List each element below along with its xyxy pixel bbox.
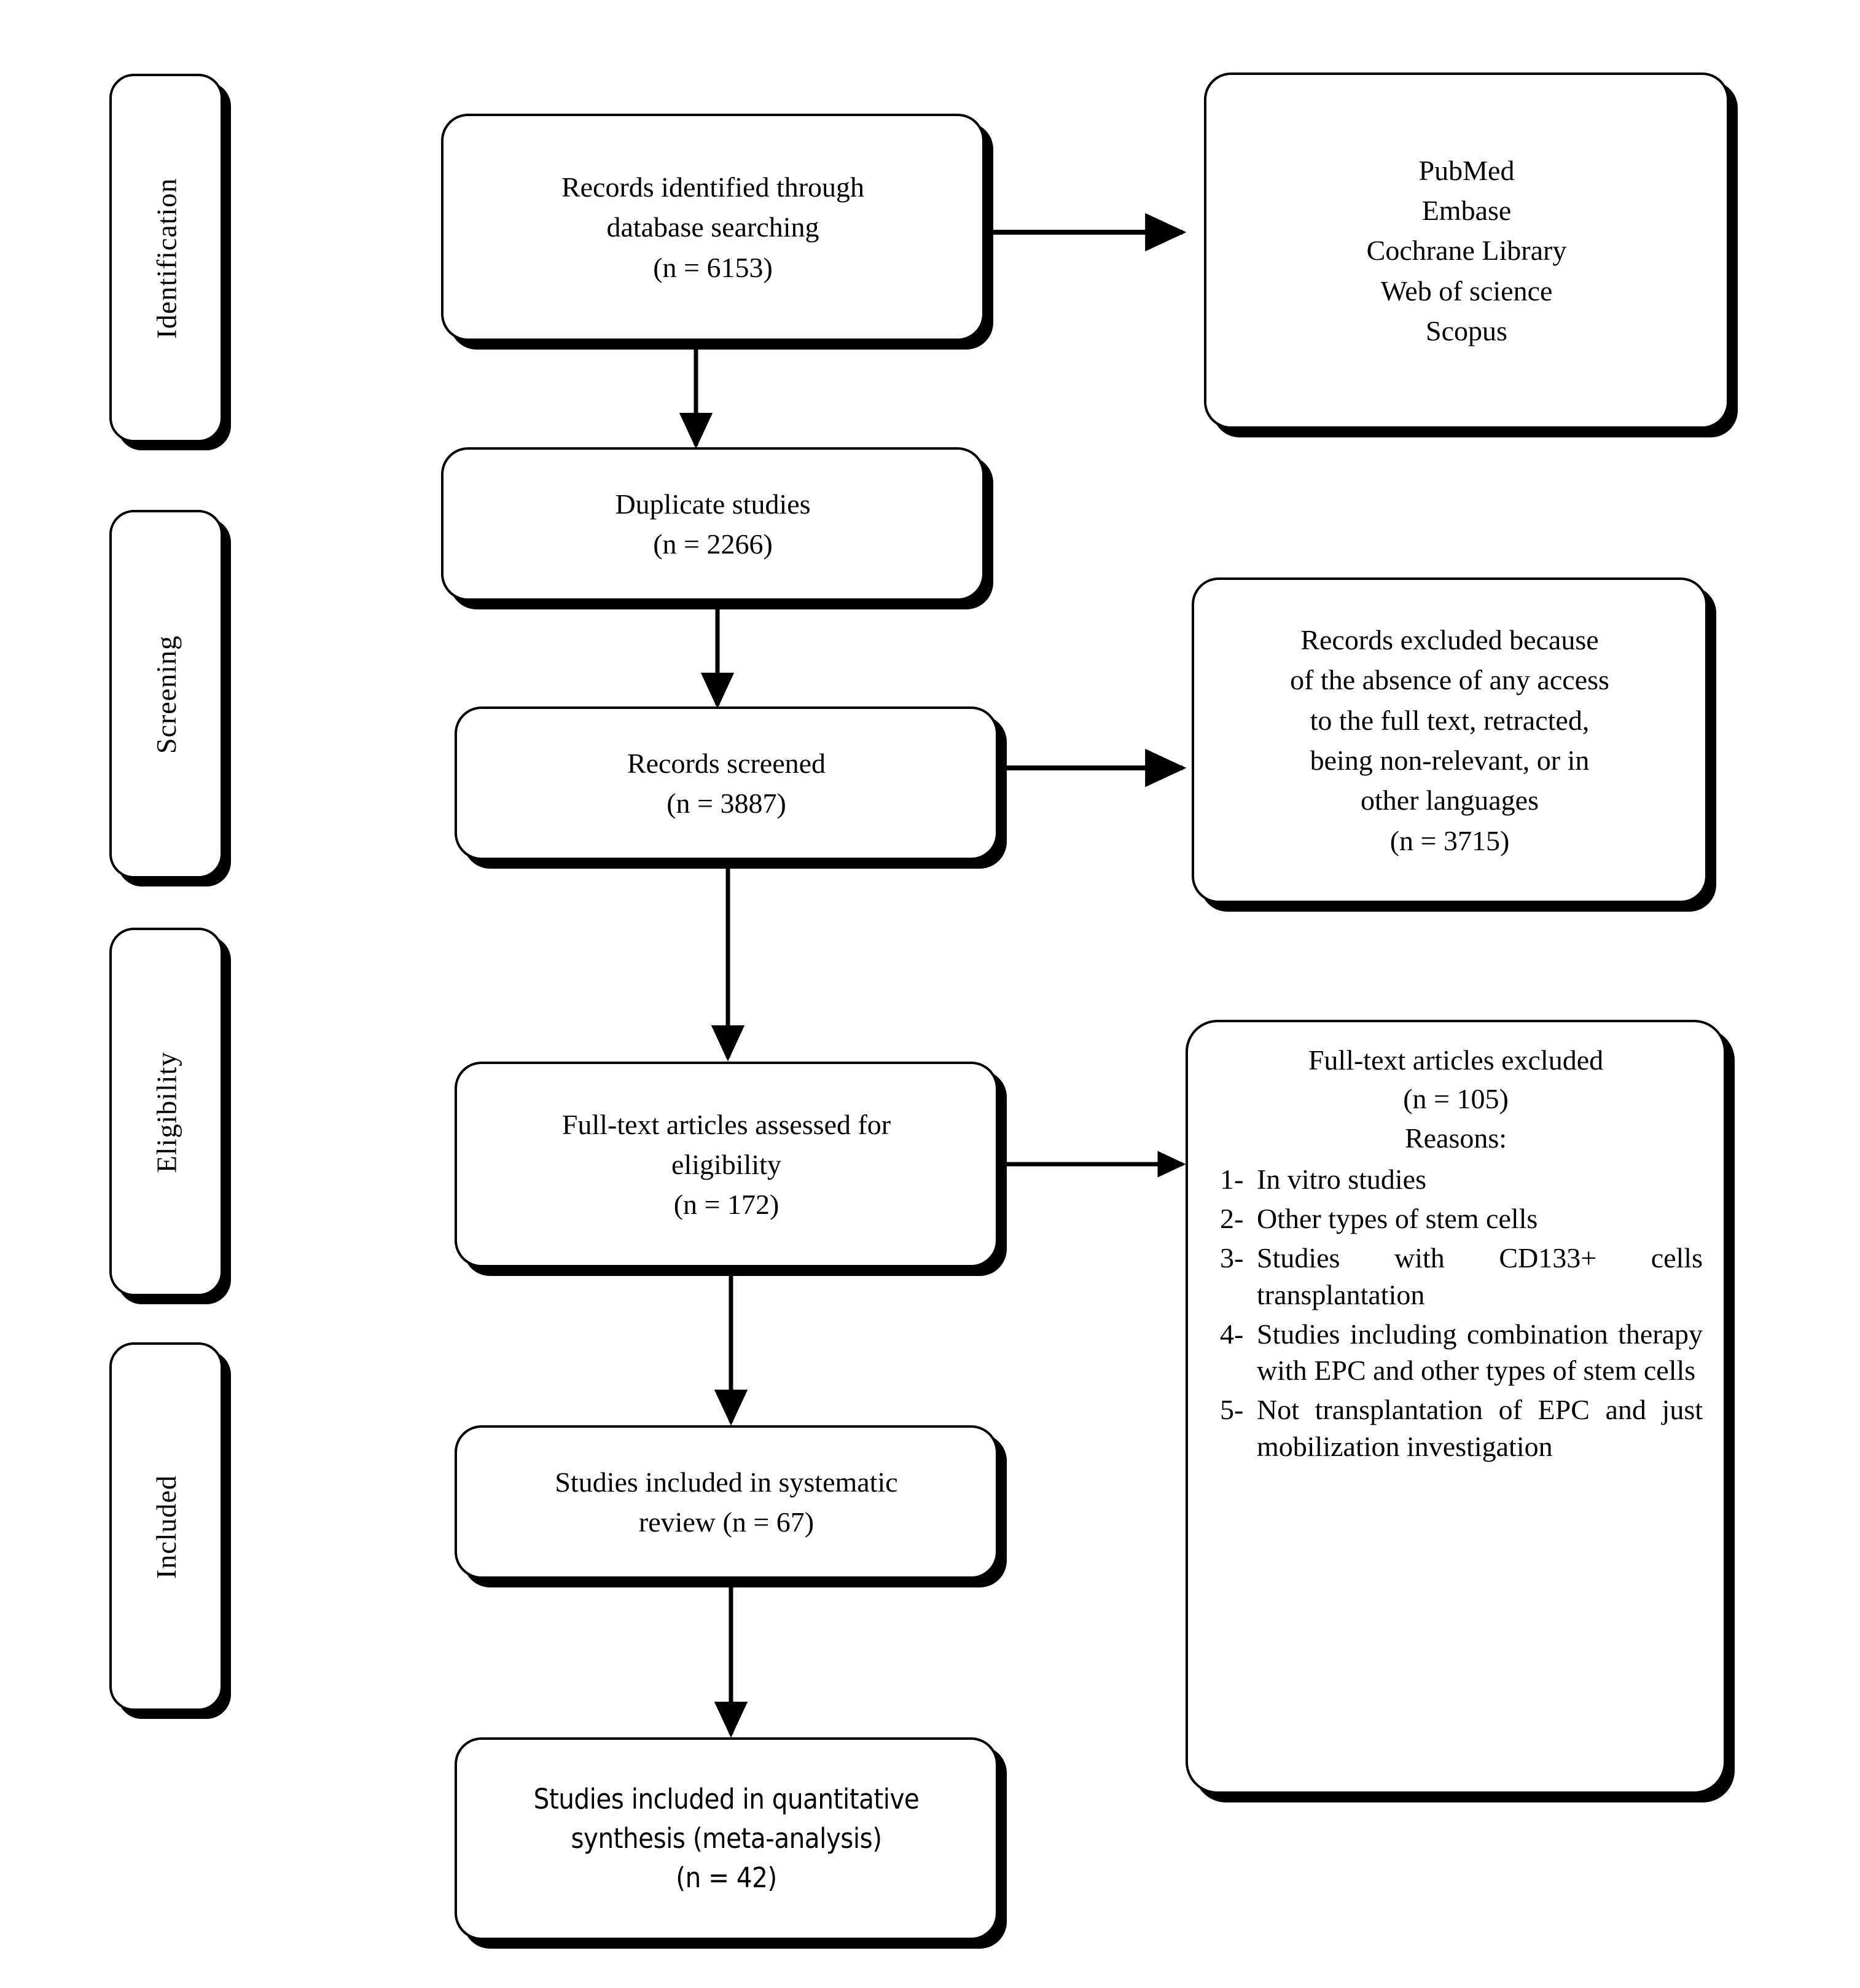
box-records-screened: Records screened (n = 3887) <box>455 706 998 860</box>
fulltext-excluded-header: Full-text articles excluded (n = 105) Re… <box>1308 1044 1604 1154</box>
stage-label-included: Included <box>150 1474 182 1579</box>
box-systematic-review-text: Studies included in systematic review (n… <box>555 1466 898 1538</box>
box-records-screened-text: Records screened (n = 3887) <box>627 747 826 819</box>
stage-identification: Identification <box>109 74 223 442</box>
exclusion-reason-2: 2- Other types of stem cells <box>1220 1203 1538 1235</box>
box-records-identified-text: Records identified through database sear… <box>561 171 865 283</box>
stage-label-identification: Identification <box>150 178 182 339</box>
box-fulltext-excluded: Full-text articles excluded (n = 105) Re… <box>1186 1020 1726 1794</box>
stage-eligibility: Eligibility <box>109 928 223 1296</box>
box-quantitative-synthesis: Studies included in quantitative synthes… <box>455 1737 998 1940</box>
box-records-identified: Records identified through database sear… <box>441 114 985 341</box>
box-databases: PubMed Embase Cochrane Library Web of sc… <box>1204 72 1729 429</box>
exclusion-reasons-list: 1- In vitro studies 2- Other types of st… <box>1209 1161 1703 1465</box>
box-fulltext-assessed-text: Full-text articles assessed for eligibil… <box>561 1108 891 1221</box>
stage-screening: Screening <box>109 510 223 879</box>
box-quantitative-synthesis-text: Studies included in quantitative synthes… <box>533 1783 920 1894</box>
stage-label-screening: Screening <box>150 635 182 754</box>
box-fulltext-assessed: Full-text articles assessed for eligibil… <box>455 1062 998 1267</box>
stage-included: Included <box>109 1342 223 1711</box>
exclusion-reason-1: 1- In vitro studies <box>1220 1164 1426 1196</box>
exclusion-reason-3: 3- Studies with CD133+ cells transplanta… <box>1220 1242 1703 1310</box>
box-duplicate-studies-text: Duplicate studies (n = 2266) <box>615 488 811 560</box>
box-systematic-review: Studies included in systematic review (n… <box>455 1425 998 1579</box>
exclusion-reason-5: 5- Not transplantation of EPC and just m… <box>1220 1394 1703 1462</box>
exclusion-reason-4: 4- Studies including combination therapy… <box>1220 1318 1703 1387</box>
box-databases-text: PubMed Embase Cochrane Library Web of sc… <box>1366 154 1567 346</box>
box-records-excluded: Records excluded because of the absence … <box>1192 577 1708 903</box>
box-records-excluded-text: Records excluded because of the absence … <box>1290 624 1609 856</box>
stage-label-eligibility: Eligibility <box>150 1051 182 1173</box>
box-duplicate-studies: Duplicate studies (n = 2266) <box>441 447 985 601</box>
